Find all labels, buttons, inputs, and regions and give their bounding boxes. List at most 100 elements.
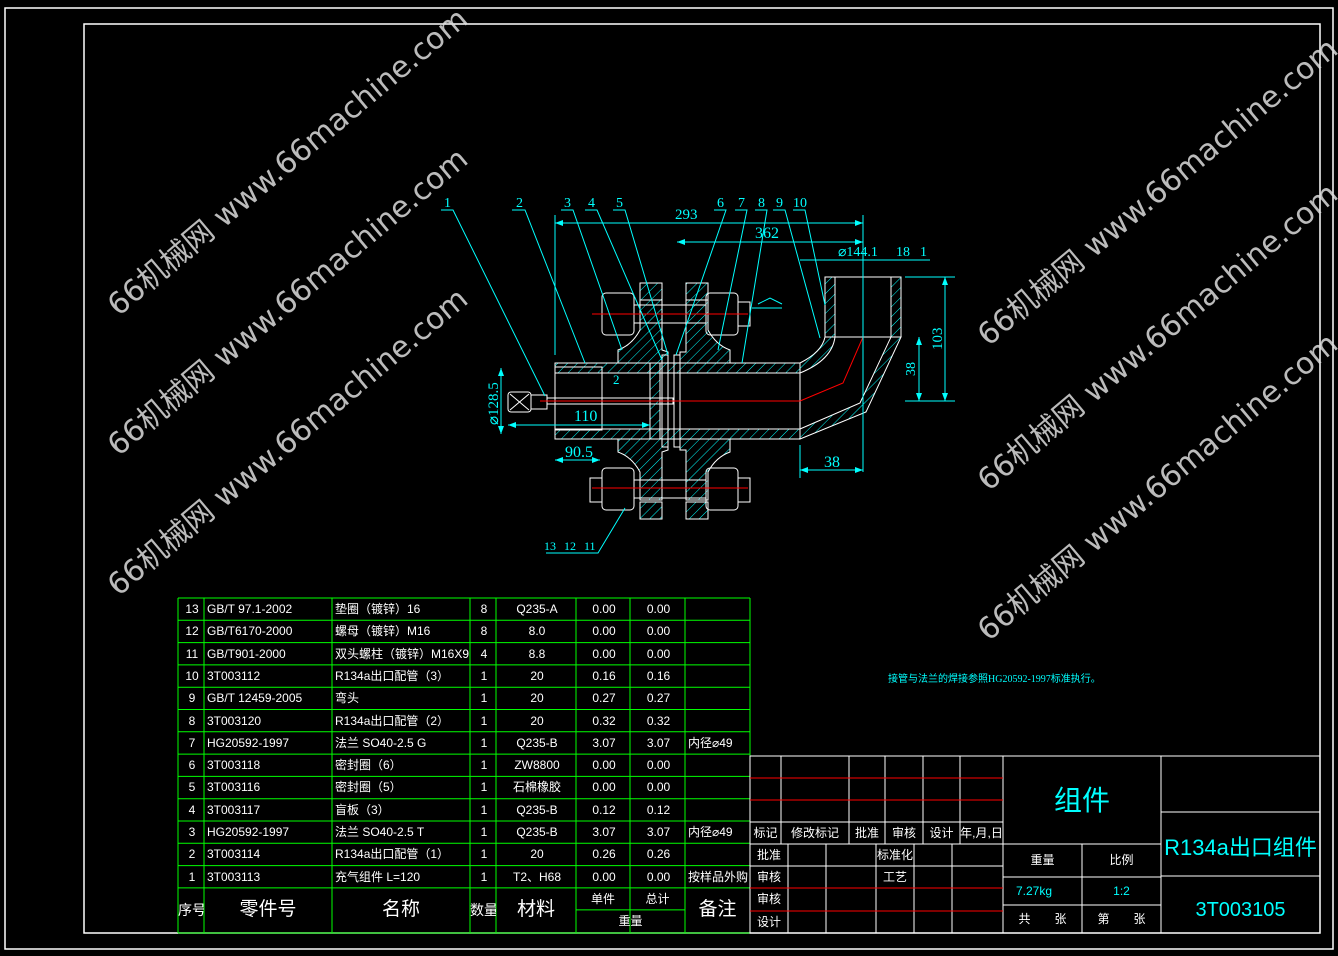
bom-cell-unit: 0.00 (592, 758, 616, 773)
part-label-11: 11 (584, 539, 596, 553)
bom-cell-name: R134a出口配管（1） (335, 847, 450, 862)
title-block-red-lines (750, 777, 1003, 912)
elbow-pipe-right (890, 276, 902, 338)
bom-cell-total: 0.16 (646, 668, 671, 683)
bom-cell-total: 0.00 (646, 758, 671, 773)
weld-size-label: 2 (613, 372, 620, 387)
bom-header-weight: 重量 (618, 913, 643, 928)
part-label-6: 6 (717, 196, 724, 211)
bom-cell-total: 0.27 (646, 691, 671, 706)
bom-cell-material: 石棉橡胶 (512, 780, 561, 795)
bom-cell-code: 3T003114 (207, 847, 261, 862)
bom-cell-material: 20 (530, 713, 544, 728)
bom-cell-material: Q235-B (516, 735, 558, 750)
weight-label: 重量 (1030, 853, 1055, 867)
dim-dia-144: ⌀144.1 (838, 245, 878, 260)
bom-cell-no: 11 (185, 646, 199, 661)
dim-dia-128-5: ⌀128.5 (486, 382, 502, 425)
outer-border (4, 7, 1334, 950)
bom-cell-qty: 1 (480, 802, 488, 817)
bom-cell-unit: 0.12 (592, 802, 616, 817)
bom-table-grid (177, 597, 751, 934)
bom-cell-material: Q235-B (516, 825, 558, 839)
rev-header-design: 设计 (929, 826, 954, 840)
bom-cell-unit: 0.16 (592, 668, 616, 683)
bom-cell-total: 0.00 (646, 646, 671, 661)
bom-cell-no: 3 (188, 825, 196, 839)
part-label-4: 4 (588, 196, 595, 211)
bom-cell-total: 0.32 (646, 713, 671, 728)
dim-90-5: 90.5 (565, 444, 593, 461)
bom-cell-unit: 0.00 (592, 646, 616, 661)
bom-cell-no: 1 (188, 869, 196, 884)
bom-cell-unit: 0.00 (592, 780, 616, 795)
bom-cell-no: 10 (185, 668, 199, 683)
bom-cell-name: 法兰 SO40-2.5 G (335, 735, 427, 750)
process-label: 工艺 (882, 870, 907, 884)
bom-cell-unit: 3.07 (592, 825, 616, 839)
bom-cell-code: GB/T901-2000 (207, 646, 286, 661)
bom-cell-name: 螺母（镀锌）M16 (335, 624, 431, 639)
bom-cell-name: 双头螺柱（镀锌）M16X90 (335, 646, 469, 661)
dim-1: 1 (920, 245, 927, 260)
bom-cell-code: GB/T6170-2000 (207, 624, 293, 639)
nut-bottom-left (601, 467, 635, 511)
right-flange-top (679, 299, 731, 364)
sign-approve-label: 批准 (756, 848, 781, 862)
bom-cell-name: 法兰 SO40-2.5 T (335, 825, 425, 839)
bom-cell-code: GB/T 97.1-2002 (207, 602, 293, 616)
title-block-grid (749, 755, 1321, 934)
rev-header-date: 年,月,日 (960, 826, 1003, 840)
assembly-section-view (507, 276, 902, 520)
bom-cell-name: 密封圈（6） (335, 758, 402, 773)
bom-cell-qty: 8 (480, 624, 488, 639)
bom-cell-total: 3.07 (646, 735, 671, 750)
bom-cell-no: 4 (188, 802, 196, 817)
bom-cell-qty: 8 (480, 602, 488, 616)
bom-cell-total: 0.12 (646, 802, 671, 817)
bom-cell-material: ZW8800 (514, 758, 560, 773)
part-label-2: 2 (516, 196, 523, 211)
rev-header-review: 审核 (891, 826, 916, 840)
part-label-12: 12 (564, 539, 576, 553)
bom-cell-no: 12 (185, 624, 199, 639)
bom-cell-name: 充气组件 L=120 (335, 869, 421, 884)
right-flange-bottom (679, 438, 731, 501)
weight-value: 7.27kg (1016, 884, 1053, 898)
bom-cell-unit: 3.07 (592, 735, 616, 750)
part-label-1: 1 (444, 196, 451, 211)
nut-bottom-right (705, 467, 739, 511)
bom-cell-no: 7 (188, 735, 196, 750)
drawing-labels: 1 2 3 4 5 6 7 8 9 10 13 12 11 110 90.5 3… (444, 196, 1101, 685)
part-label-9: 9 (776, 196, 783, 211)
part-label-5: 5 (616, 196, 623, 211)
bom-cell-code: 3T003113 (207, 869, 261, 884)
pipe-wall-top (554, 362, 801, 374)
bom-cell-code: 3T003120 (207, 713, 262, 728)
bom-cell-unit: 0.00 (592, 624, 616, 639)
part-label-13: 13 (544, 539, 556, 553)
bom-header-remark: 备注 (698, 898, 737, 920)
bom-cell-code: 3T003112 (207, 668, 261, 683)
bom-cell-unit: 0.00 (592, 602, 616, 616)
sign-review2-label: 审核 (756, 892, 781, 906)
part-label-8: 8 (758, 196, 765, 211)
weld-note: 接管与法兰的焊接参照HG20592-1997标准执行。 (888, 672, 1101, 685)
bom-cell-total: 0.00 (646, 869, 671, 884)
dim-103: 103 (930, 328, 946, 351)
bom-cell-remark: 按样品外购 (688, 869, 749, 884)
dim-38-vertical: 38 (904, 362, 919, 376)
bom-cell-code: 3T003118 (207, 758, 261, 773)
bom-cell-unit: 0.26 (592, 847, 616, 862)
bom-cell-total: 0.00 (646, 780, 671, 795)
bom-cell-qty: 1 (480, 780, 488, 795)
part-label-7: 7 (738, 196, 745, 211)
sign-design-label: 设计 (756, 915, 781, 929)
bom-cell-name: 弯头 (335, 691, 360, 706)
bom-cell-name: R134a出口配管（3） (335, 668, 450, 683)
bom-header-code: 零件号 (239, 898, 297, 920)
bom-header-qty: 数量 (470, 901, 496, 918)
scale-label: 比例 (1109, 853, 1134, 867)
